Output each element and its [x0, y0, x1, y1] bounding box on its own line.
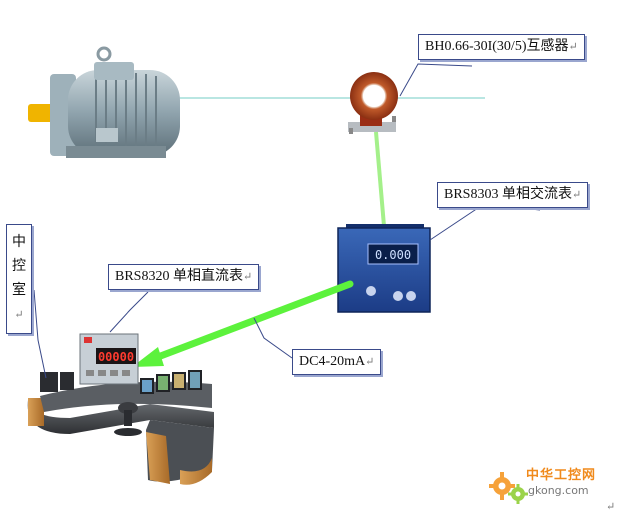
control-desk-icon: [27, 370, 215, 485]
transformer-label: BH0.66-30I(30/5)互感器: [425, 39, 569, 54]
dc-meter-digits: 00000: [98, 350, 134, 364]
return-mark: ↵: [571, 189, 582, 201]
return-mark: ↵: [568, 41, 578, 53]
signal-arrow-shaft: [146, 280, 354, 364]
signal-label: DC4-20mA: [299, 354, 366, 369]
gear-logo-icon: [489, 472, 528, 504]
return-mark: ↵: [242, 271, 253, 283]
return-mark: ↵: [365, 356, 375, 368]
watermark-en: gkong.com: [528, 484, 589, 497]
callout-transformer: BH0.66-30I(30/5)互感器↵: [418, 34, 585, 60]
callout-pointer-signal: [253, 317, 293, 359]
page-return-mark: ↵: [606, 501, 616, 513]
ac-meter-digits: 0.000: [375, 248, 411, 262]
control-room-char-2: 控: [12, 259, 26, 274]
callout-ac-meter: BRS8303 单相交流表↵: [437, 182, 589, 208]
signal-arrowhead: [132, 347, 164, 367]
ac-meter-icon: [337, 224, 431, 313]
return-mark: ↵: [14, 309, 24, 321]
motor-icon: [28, 46, 180, 158]
watermark-cn: 中华工控网: [526, 468, 597, 483]
callout-pointer-control-room: [33, 289, 47, 379]
control-room-char-3: 室: [12, 283, 26, 298]
dc-meter-icon: [79, 333, 139, 385]
callout-dc-meter: BRS8320 单相直流表↵: [108, 264, 260, 290]
dc-meter-label: BRS8320 单相直流表: [115, 269, 243, 284]
ac-meter-label: BRS8303 单相交流表: [444, 187, 572, 202]
callout-pointer-dc-meter: [109, 291, 149, 333]
callout-control-room: 中 控 室 ↵: [6, 224, 32, 334]
callout-pointer-ac-meter: [429, 203, 541, 241]
callout-signal: DC4-20mA↵: [292, 349, 382, 375]
current-transformer-icon: [348, 72, 398, 134]
control-room-char-1: 中: [12, 235, 26, 250]
callout-pointer-transformer: [399, 63, 473, 97]
watermark: 中华工控网 gkong.com: [488, 462, 618, 512]
signal-wire-transformer-to-ac-meter: [374, 131, 386, 227]
